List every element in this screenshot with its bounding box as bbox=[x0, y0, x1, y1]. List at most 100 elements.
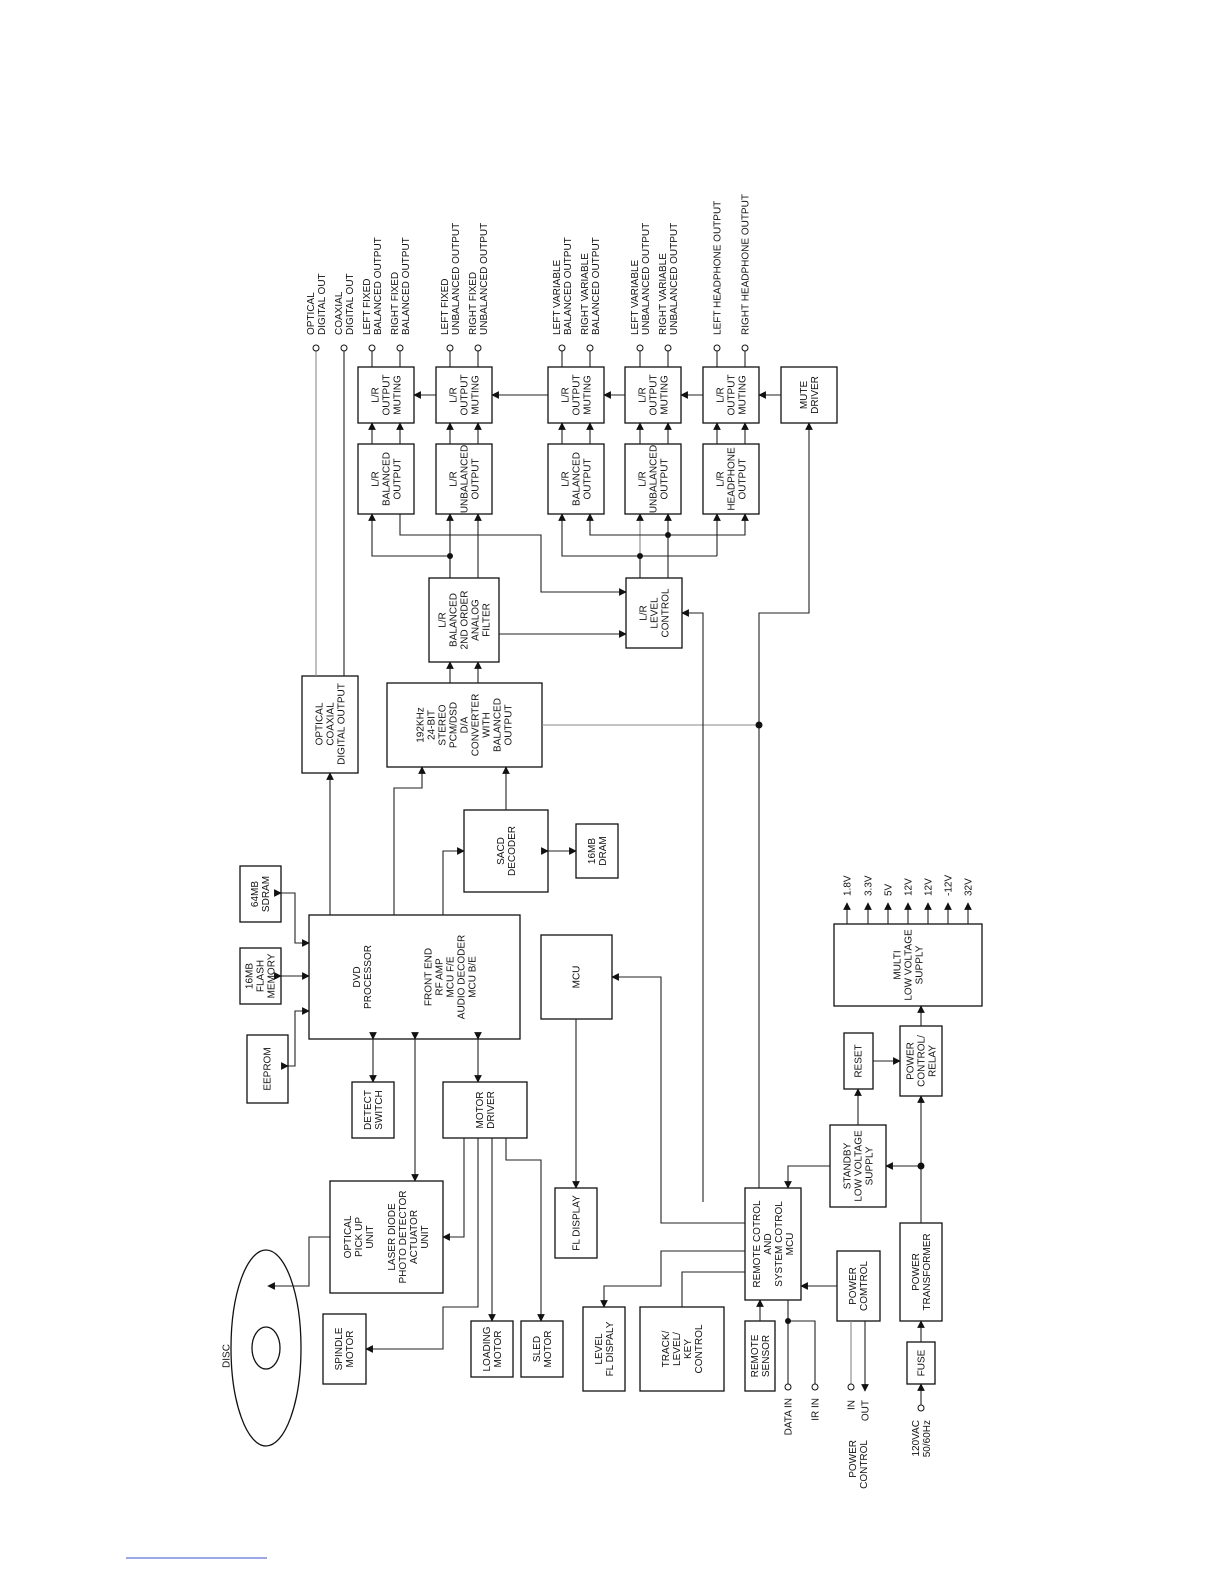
coaxial-out-label: COAXIALDIGITAL OUT bbox=[334, 273, 356, 335]
multi-supply-box bbox=[833, 923, 983, 1007]
unbalanced-output-2-box bbox=[624, 443, 682, 515]
right-headphone-label: RIGHT HEADPHONE OUTPUT bbox=[741, 194, 752, 335]
dvd-processor-box bbox=[308, 914, 521, 1040]
multi-supply-label: MULTILOW VOLTAGESUPPLY bbox=[893, 929, 926, 1001]
reset-label: RESET bbox=[854, 1044, 865, 1077]
dvd-processor-label: DVDPROCESSOR bbox=[352, 945, 374, 1009]
terminals bbox=[312, 344, 925, 1412]
track-level-key-label: TRACK/LEVEL/KEYCONTROL bbox=[661, 1324, 705, 1373]
voltage-label: 3.3V bbox=[864, 875, 875, 896]
out-label: OUT bbox=[861, 1400, 872, 1421]
left-var-unbal-label: LEFT VARIABLEUNBALANCED OUTPUT bbox=[630, 223, 652, 335]
voltage-label: 12V bbox=[904, 878, 915, 896]
muting-3-box bbox=[547, 366, 605, 424]
loading-motor-label: LOADINGMOTOR bbox=[482, 1326, 504, 1371]
voltage-label: 12V bbox=[924, 878, 935, 896]
sled-motor-label: SLEDMOTOR bbox=[532, 1330, 554, 1367]
fl-display-box bbox=[554, 1187, 598, 1259]
remote-system-mcu-box bbox=[744, 1187, 802, 1301]
muting-4-label: L/ROUTPUTMUTING bbox=[638, 374, 671, 415]
level-control-label: L/RLEVELCONTROL bbox=[639, 588, 672, 637]
voltage-label: -12V bbox=[944, 875, 955, 896]
muting-2-label: L/ROUTPUTMUTING bbox=[449, 374, 482, 415]
muting-3-label: L/ROUTPUTMUTING bbox=[561, 374, 594, 415]
power-transformer-box bbox=[899, 1222, 943, 1322]
muting-5-label: L/ROUTPUTMUTING bbox=[716, 374, 749, 415]
disc-hub bbox=[251, 1326, 281, 1370]
power-control-input-label: POWERCONTROL bbox=[848, 1440, 870, 1489]
data-in-label: DATA IN bbox=[784, 1398, 795, 1435]
optical-coax-output-box bbox=[301, 675, 359, 774]
sacd-decoder-label: SACDDECODER bbox=[496, 826, 518, 876]
muting-5-box bbox=[702, 366, 760, 424]
muting-2-box bbox=[435, 366, 493, 424]
level-fl-display-box bbox=[582, 1306, 626, 1392]
mute-driver-label: MUTEDRIVER bbox=[799, 376, 821, 414]
right-var-unbal-label: RIGHT VARIABLEUNBALANCED OUTPUT bbox=[658, 223, 680, 335]
fuse-box bbox=[906, 1341, 936, 1385]
voltage-label: 5V bbox=[884, 883, 895, 896]
sdram-label: 64MBSDRAM bbox=[250, 876, 272, 912]
in-label: IN bbox=[847, 1400, 858, 1410]
dac-label: 192KHz24-BITSTEREOPCM/DSDD/ACONVERTERWIT… bbox=[416, 694, 515, 757]
junctions bbox=[447, 532, 925, 1324]
analog-filter-box bbox=[428, 577, 500, 663]
balanced-output-2-label: L/RBALANCEDOUTPUT bbox=[561, 452, 594, 506]
motor-driver-label: MOTORDRIVER bbox=[475, 1091, 497, 1129]
optical-coax-output-label: OPTICALCOAXIALDIGITAL OUTPUT bbox=[315, 683, 348, 765]
dvd-processor-functions: FRONT ENDRF AMPMCU F/EAUDIO DECODERMCU B… bbox=[424, 935, 479, 1019]
balanced-output-2-box bbox=[547, 443, 605, 515]
headphone-output-label: L/RHEADPHONEOUTPUT bbox=[716, 447, 749, 511]
voltage-label: 1.8V bbox=[843, 875, 854, 896]
flash-label: 16MBFLASHMEMORY bbox=[245, 953, 278, 998]
left-fixed-bal-label: LEFT FIXEDBALANCED OUTPUT bbox=[362, 237, 384, 335]
spindle-motor-label: SPINDLEMOTOR bbox=[334, 1327, 356, 1370]
blocks bbox=[230, 366, 983, 1447]
mcu-label: MCU bbox=[572, 966, 583, 989]
balanced-output-1-box bbox=[357, 443, 415, 515]
sacd-decoder-box bbox=[463, 809, 549, 893]
mcu-box bbox=[540, 934, 613, 1020]
mains-label: 120VAC50/60Hz bbox=[911, 1420, 933, 1457]
left-fixed-unbal-label: LEFT FIXEDUNBALANCED OUTPUT bbox=[440, 223, 462, 335]
ir-in-label: IR IN bbox=[811, 1398, 822, 1421]
connections bbox=[267, 350, 972, 1405]
voltage-label: 32V bbox=[964, 878, 975, 896]
track-level-key-box bbox=[639, 1306, 725, 1392]
power-relay-box bbox=[899, 1025, 943, 1097]
left-var-bal-label: LEFT VARIABLEBALANCED OUTPUT bbox=[552, 237, 574, 335]
balanced-output-1-label: L/RBALANCEDOUTPUT bbox=[371, 452, 404, 506]
fuse-label: FUSE bbox=[917, 1349, 928, 1376]
right-var-bal-label: RIGHT VARIABLEBALANCED OUTPUT bbox=[580, 237, 602, 335]
spindle-motor-box bbox=[322, 1313, 367, 1385]
unbalanced-output-2-label: L/RUNBALANCEDOUTPUT bbox=[638, 445, 671, 513]
labels: DVDPROCESSOR FRONT ENDRF AMPMCU F/EAUDIO … bbox=[222, 194, 975, 1489]
right-fixed-unbal-label: RIGHT FIXEDUNBALANCED OUTPUT bbox=[468, 223, 490, 335]
fl-display-label: FL DISPLAY bbox=[572, 1195, 583, 1251]
optical-out-label: OPTICALDIGITAL OUT bbox=[306, 273, 328, 335]
level-fl-display-label: LEVELFL DISPALY bbox=[594, 1321, 616, 1376]
unbalanced-output-1-label: L/RUNBALANCEDOUTPUT bbox=[449, 445, 482, 513]
right-fixed-bal-label: RIGHT FIXEDBALANCED OUTPUT bbox=[390, 237, 412, 335]
level-control-box bbox=[625, 577, 683, 649]
detect-switch-label: DETECTSWITCH bbox=[363, 1090, 385, 1130]
power-transformer-label: POWERTRANSFORMER bbox=[911, 1233, 933, 1310]
headphone-output-box bbox=[702, 443, 760, 515]
remote-sensor-label: REMOTESENSOR bbox=[750, 1334, 772, 1377]
muting-1-label: L/ROUTPUTMUTING bbox=[371, 374, 404, 415]
disc-label: DISC bbox=[222, 1344, 233, 1368]
analog-filter-label: L/RBALANCED2ND ORDERANALOGFILTER bbox=[438, 591, 493, 650]
standby-supply-label: STANDBYLOW VOLTAGESUPPLY bbox=[843, 1130, 876, 1202]
eeprom-label: EEPROM bbox=[263, 1047, 274, 1090]
power-comtrol-box bbox=[836, 1250, 881, 1322]
muting-4-box bbox=[624, 366, 682, 424]
muting-1-box bbox=[357, 366, 415, 424]
unbalanced-output-1-box bbox=[435, 443, 493, 515]
dram-box bbox=[575, 823, 619, 879]
motor-driver-box bbox=[442, 1081, 528, 1139]
sled-motor-box bbox=[520, 1320, 564, 1378]
left-headphone-label: LEFT HEADPHONE OUTPUT bbox=[713, 201, 724, 335]
mute-driver-box bbox=[780, 366, 838, 424]
